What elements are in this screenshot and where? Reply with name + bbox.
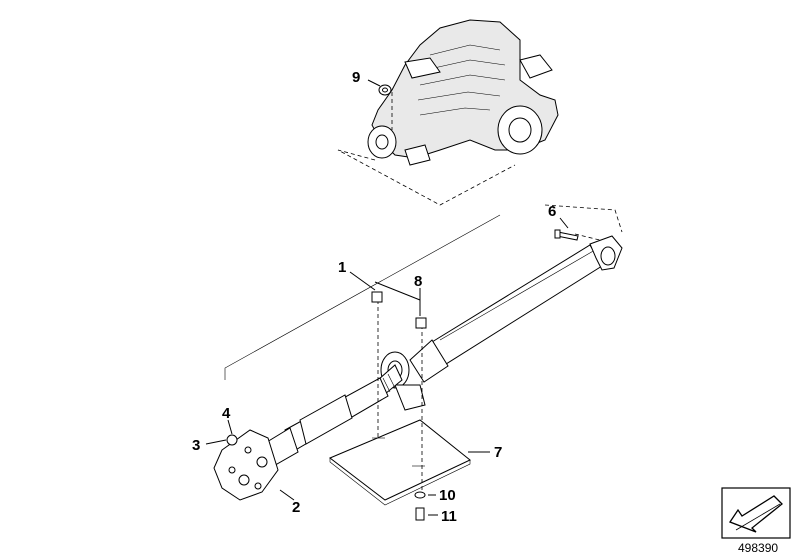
- bolt-6[interactable]: [554, 229, 579, 241]
- heat-shield-7[interactable]: [329, 419, 471, 506]
- callout-4[interactable]: 4: [222, 405, 231, 422]
- callout-6[interactable]: 6: [548, 203, 556, 220]
- washer-10[interactable]: [414, 491, 426, 499]
- callout-8[interactable]: 8: [414, 273, 422, 290]
- callout-7[interactable]: 7: [494, 444, 502, 461]
- nut-9[interactable]: [378, 84, 392, 96]
- callout-9[interactable]: 9: [352, 69, 360, 86]
- rear-differential[interactable]: [367, 19, 559, 166]
- flexible-disc-2[interactable]: [213, 429, 279, 501]
- callout-3[interactable]: 3: [192, 437, 200, 454]
- callout-2[interactable]: 2: [292, 499, 300, 516]
- reference-number: 498390: [738, 541, 778, 555]
- nut-8-a[interactable]: [371, 291, 383, 303]
- callout-10[interactable]: 10: [439, 487, 456, 504]
- bolt-11[interactable]: [415, 507, 425, 521]
- nut-8-b[interactable]: [415, 317, 427, 329]
- callout-11[interactable]: 11: [441, 508, 457, 525]
- arrow-box-icon: [721, 487, 791, 539]
- callout-1[interactable]: 1: [338, 259, 346, 276]
- propeller-shaft[interactable]: [261, 235, 623, 469]
